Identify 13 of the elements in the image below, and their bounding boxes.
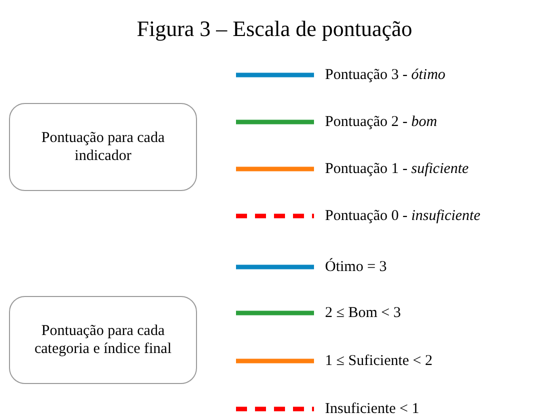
- legend-label: Pontuação 0 - insuficiente: [325, 207, 480, 225]
- legend-label: Ótimo = 3: [325, 258, 387, 276]
- legend-label: Pontuação 2 - bom: [325, 113, 438, 131]
- legend-label: Pontuação 1 - suficiente: [325, 160, 469, 178]
- legend-label: Pontuação 3 - ótimo: [325, 66, 446, 84]
- box-label: Pontuação para cada categoria e índice final: [33, 322, 172, 358]
- figure-title: Figura 3 – Escala de pontuação: [136, 16, 414, 42]
- box-label: Pontuação para cada indicador: [40, 129, 166, 165]
- legend-label: Insuficiente < 1: [325, 400, 420, 418]
- legend-label: 1 ≤ Suficiente < 2: [325, 352, 433, 370]
- rounded-box: [9, 103, 197, 191]
- rounded-box: [9, 296, 197, 384]
- legend-label: 2 ≤ Bom < 3: [325, 304, 401, 322]
